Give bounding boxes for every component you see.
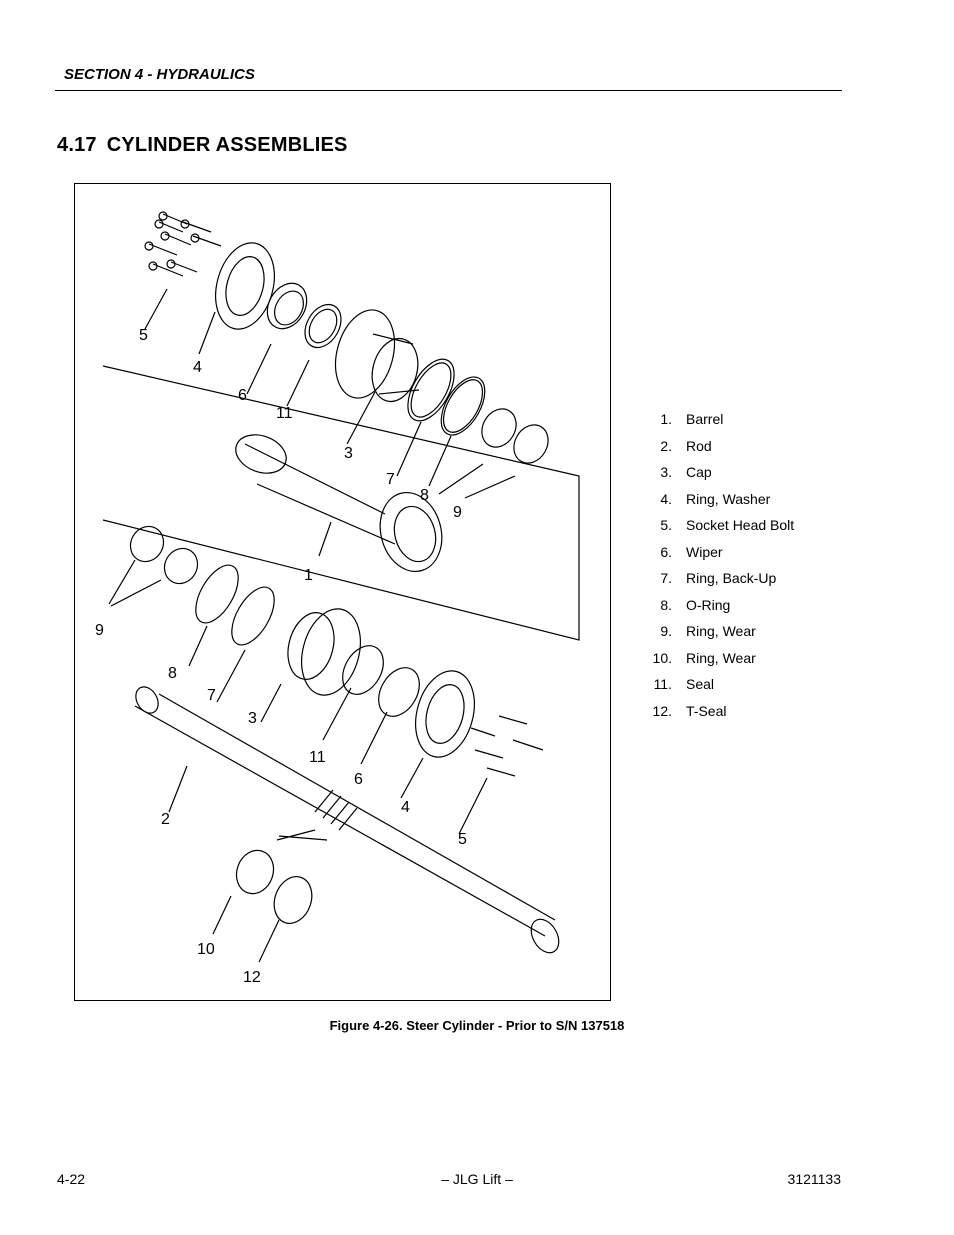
callout: 7 <box>386 471 395 488</box>
legend-item: 12.T-Seal <box>652 702 727 719</box>
legend-item: 5.Socket Head Bolt <box>660 517 795 533</box>
section-heading: CYLINDER ASSEMBLIES <box>106 134 348 156</box>
document-number: 3121133 <box>787 1171 841 1187</box>
section-number: 4.17 <box>57 134 97 156</box>
legend-item: 6.Wiper <box>660 543 723 560</box>
callout: 6 <box>238 387 247 404</box>
steer-cylinder-drawing: 5 4 6 11 3 7 8 9 1 9 8 7 3 11 6 4 5 2 10… <box>95 211 580 986</box>
page-header: SECTION 4 - HYDRAULICS <box>55 64 842 91</box>
barrel <box>102 365 580 641</box>
legend-item: 7.Ring, Back-Up <box>660 570 777 586</box>
callout: 3 <box>344 445 353 462</box>
rod <box>134 686 560 954</box>
callout: 6 <box>354 771 363 788</box>
parts-legend: 1.Barrel 2.Rod 3.Cap 4.Ring, Washer 5.So… <box>640 408 850 726</box>
callout: 1 <box>304 567 313 584</box>
callout: 8 <box>168 665 177 682</box>
legend-item: 10.Ring, Wear <box>652 649 756 666</box>
callout: 12 <box>243 969 261 986</box>
callout: 5 <box>458 831 467 848</box>
figure-caption: Figure 4-26. Steer Cylinder - Prior to S… <box>329 1018 625 1033</box>
legend-item: 4.Ring, Washer <box>660 490 771 507</box>
callout: 10 <box>197 941 215 958</box>
legend-item: 8.O-Ring <box>660 596 731 613</box>
legend-item: 2.Rod <box>660 437 712 454</box>
callout: 8 <box>420 487 429 504</box>
legend-item: 9.Ring, Wear <box>660 623 756 639</box>
callout: 9 <box>95 622 104 639</box>
legend-item: 3.Cap <box>660 464 712 480</box>
callout: 9 <box>453 504 462 521</box>
socket-head-bolts-top <box>144 211 222 277</box>
callout: 11 <box>309 749 326 766</box>
page-title: 4.17 CYLINDER ASSEMBLIES <box>57 134 348 157</box>
callout: 2 <box>161 811 170 828</box>
callout: 3 <box>248 710 257 727</box>
callout: 4 <box>401 799 410 816</box>
callout: 5 <box>139 327 148 344</box>
ring-washer-top <box>215 242 275 330</box>
exploded-view-figure: 5 4 6 11 3 7 8 9 1 9 8 7 3 11 6 4 5 2 10… <box>74 183 611 1001</box>
footer-brand: – JLG Lift – <box>441 1171 513 1187</box>
callout: 4 <box>193 359 202 376</box>
legend-item: 11.Seal <box>653 676 715 692</box>
callout: 11 <box>276 405 293 422</box>
section-title: SECTION 4 - HYDRAULICS <box>64 66 255 83</box>
legend-item: 1.Barrel <box>660 411 724 427</box>
callout: 7 <box>207 687 216 704</box>
page-number: 4-22 <box>57 1171 86 1187</box>
